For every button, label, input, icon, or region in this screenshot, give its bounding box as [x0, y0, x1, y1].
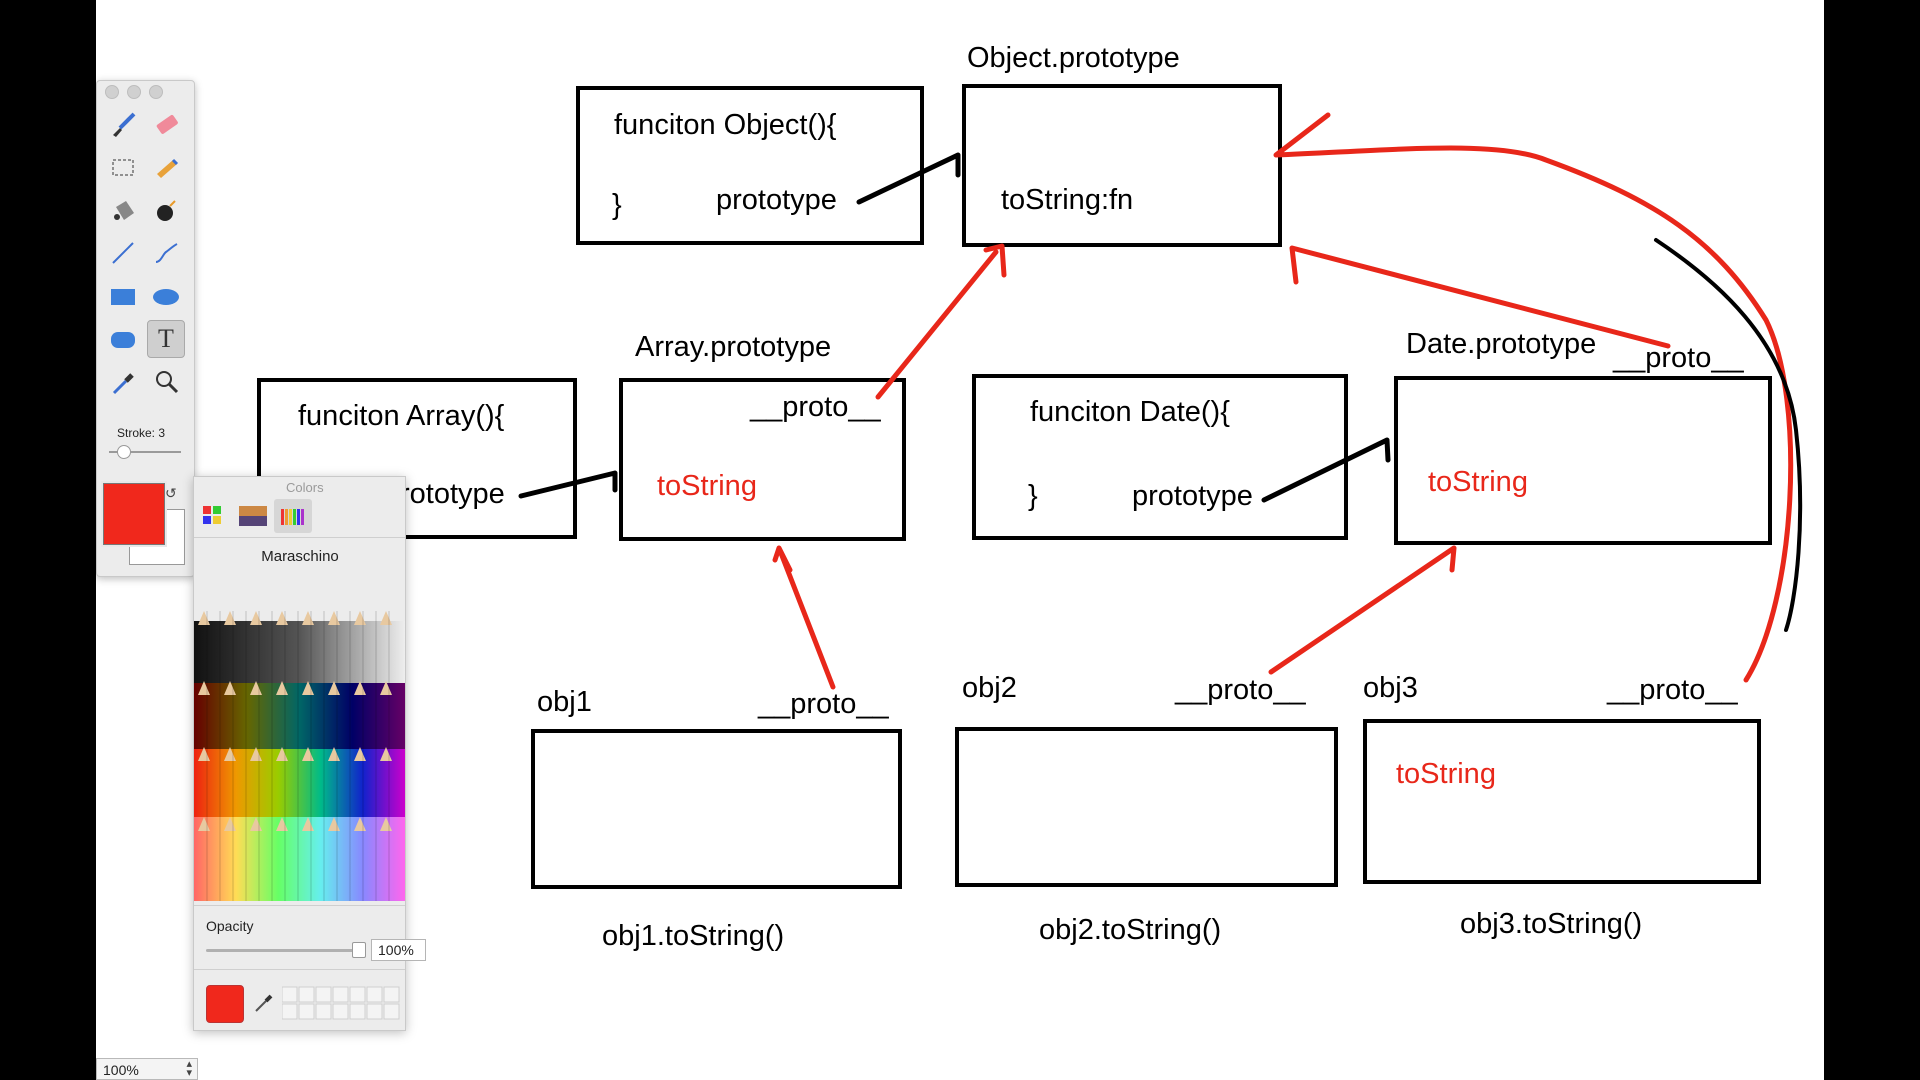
date-constructor-close-brace: } — [1028, 480, 1038, 512]
obj3-label: obj3 — [1363, 672, 1418, 704]
obj2-to-date-proto-arrow — [1268, 545, 1457, 675]
array-constructor-box — [257, 378, 577, 539]
obj3-box — [1363, 719, 1761, 884]
object-constructor-close-brace: } — [612, 189, 622, 221]
zoom-stepper-icon[interactable]: ▴▾ — [186, 1058, 192, 1079]
obj1-proto-label: __proto__ — [758, 688, 889, 720]
eraser-icon[interactable] — [147, 105, 185, 143]
image-palettes-tab-icon[interactable] — [234, 499, 272, 533]
zoom-dot-icon[interactable] — [149, 85, 163, 99]
brush-icon[interactable] — [104, 105, 142, 143]
obj1-call: obj1.toString() — [602, 920, 785, 952]
eyedropper-icon[interactable] — [252, 991, 276, 1020]
array-to-object-proto-arrow — [875, 243, 1007, 400]
obj1-label: obj1 — [537, 686, 592, 718]
date-constructor-prototype-label: prototype — [1132, 480, 1253, 512]
line-icon[interactable] — [104, 234, 142, 272]
current-color-swatch[interactable] — [206, 985, 244, 1023]
favorite-swatches-grid[interactable] — [282, 985, 406, 1023]
opacity-slider[interactable] — [206, 949, 360, 952]
rounded-rect-icon[interactable] — [104, 320, 142, 358]
magnifier-icon[interactable] — [147, 363, 185, 401]
pencil-grid[interactable] — [194, 611, 405, 901]
stroke-label: Stroke: 3 — [117, 426, 166, 440]
object-constructor-box — [576, 86, 924, 245]
stroke-slider[interactable] — [109, 451, 181, 453]
object-prototype-box — [962, 84, 1282, 247]
zoom-control[interactable]: 100% ▴▾ — [96, 1058, 198, 1080]
opacity-value-field[interactable]: 100% — [371, 939, 426, 961]
array-constructor-signature: funciton Array(){ — [298, 400, 505, 432]
opacity-label: Opacity — [206, 918, 254, 934]
obj3-to-object-proto-arrow — [1273, 112, 1794, 683]
opacity-slider-knob[interactable] — [352, 942, 366, 958]
obj1-box — [531, 729, 902, 889]
date-prototype-title: Date.prototype — [1406, 328, 1597, 360]
date-constructor-box — [972, 374, 1348, 540]
tools-palette: T Stroke: 3 ↺ — [96, 80, 195, 577]
rectangle-icon[interactable] — [104, 277, 142, 315]
array-prototype-tostring: toString — [657, 470, 757, 502]
pencils-tab-icon[interactable] — [274, 499, 312, 533]
eyedropper-icon[interactable] — [104, 363, 142, 401]
rect-select-icon[interactable] — [104, 148, 142, 186]
lasso-icon[interactable] — [147, 148, 185, 186]
date-prototype-tostring: toString — [1428, 466, 1528, 498]
tab-divider — [194, 537, 405, 538]
ink-strokes — [518, 112, 1803, 690]
close-dot-icon[interactable] — [105, 85, 119, 99]
obj3-to-object-proto-black-trace — [1654, 238, 1803, 632]
obj3-proto-label: __proto__ — [1607, 674, 1738, 706]
date-prototype-proto-label: __proto__ — [1613, 342, 1744, 374]
fill-bucket-icon[interactable] — [104, 191, 142, 229]
selected-color-name: Maraschino — [261, 548, 339, 565]
date-prototype-box — [1394, 376, 1772, 545]
array-prototype-proto-label: __proto__ — [750, 391, 881, 423]
obj2-box — [955, 727, 1338, 887]
date-to-object-proto-arrow — [1289, 245, 1671, 349]
obj1-to-array-proto-arrow — [772, 545, 836, 690]
object-prototype-content: toString:fn — [1001, 184, 1134, 216]
swatch-divider — [194, 969, 405, 970]
ellipse-icon[interactable] — [147, 277, 185, 315]
colors-panel: Colors Maraschino Opacity — [193, 476, 426, 1031]
obj2-call: obj2.toString() — [1039, 914, 1222, 946]
array-constructor-prototype-label: rototype — [400, 478, 505, 510]
zoom-value: 100% — [103, 1062, 139, 1078]
array-prototype-connector — [518, 470, 618, 499]
curve-icon[interactable] — [147, 234, 185, 272]
obj3-call: obj3.toString() — [1460, 908, 1643, 940]
stroke-slider-knob[interactable] — [117, 445, 131, 459]
object-constructor-prototype-label: prototype — [716, 184, 837, 216]
date-constructor-signature: funciton Date(){ — [1030, 396, 1230, 428]
color-wheel-tab-icon[interactable] — [194, 499, 232, 533]
object-prototype-connector — [856, 152, 961, 205]
bomb-icon[interactable] — [147, 191, 185, 229]
obj3-tostring: toString — [1396, 758, 1496, 790]
object-prototype-title: Object.prototype — [967, 42, 1180, 74]
array-prototype-box — [619, 378, 906, 541]
object-constructor-signature: funciton Object(){ — [614, 109, 837, 141]
array-prototype-title: Array.prototype — [635, 331, 832, 363]
date-prototype-connector — [1261, 437, 1391, 503]
obj2-proto-label: __proto__ — [1175, 674, 1306, 706]
colors-panel-title: Colors — [286, 480, 324, 495]
text-icon[interactable]: T — [147, 320, 185, 358]
opacity-divider — [194, 905, 405, 906]
foreground-color-well[interactable] — [103, 483, 165, 545]
obj2-label: obj2 — [962, 672, 1017, 704]
minimize-dot-icon[interactable] — [127, 85, 141, 99]
swap-colors-icon[interactable]: ↺ — [165, 485, 177, 501]
